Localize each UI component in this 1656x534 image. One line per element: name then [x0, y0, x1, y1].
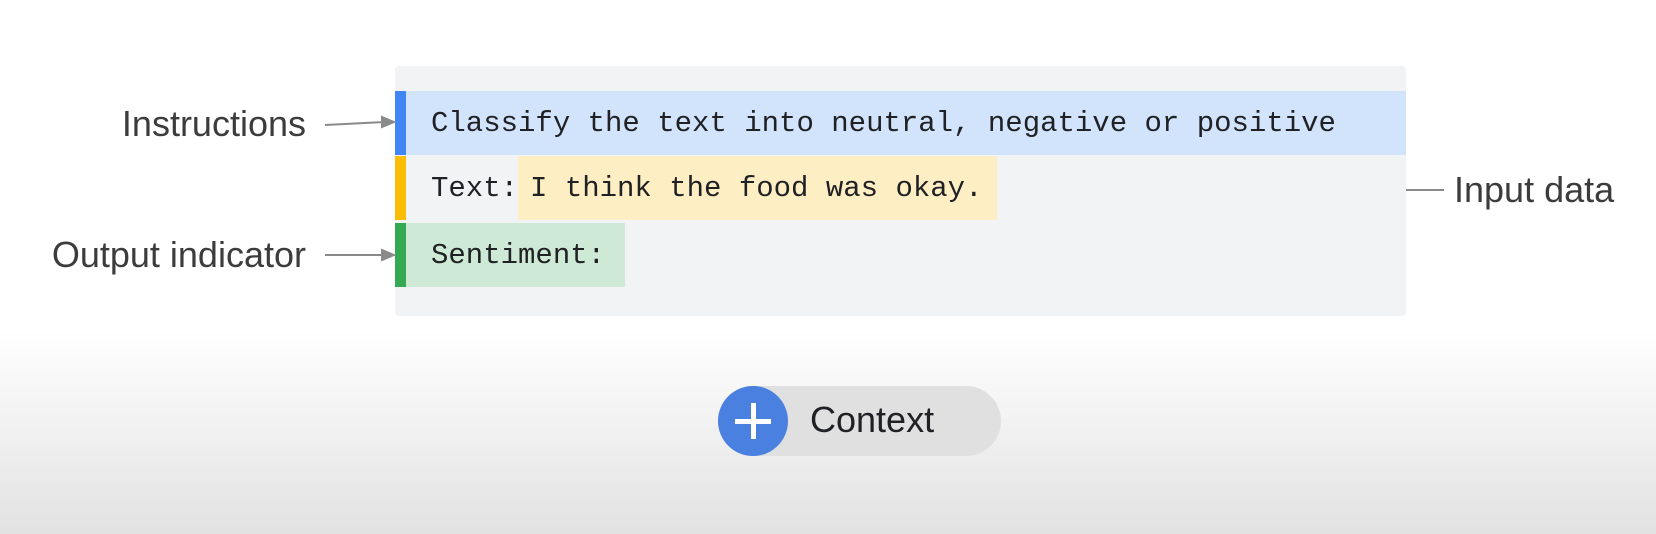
output-color-bar [395, 223, 406, 287]
instruction-text: Classify the text into neutral, negative… [431, 106, 1336, 140]
input-data-label: Input data [1454, 169, 1615, 210]
instructions-arrowhead [381, 115, 397, 129]
instructions-label: Instructions [121, 103, 306, 144]
instructions-arrow [324, 121, 385, 126]
instruction-color-bar [395, 91, 406, 155]
output-arrowhead [381, 248, 397, 262]
input-data-highlight: I think the food was okay. [518, 156, 997, 220]
input-row: Text: I think the food was okay. [395, 156, 1010, 220]
output-text: Sentiment: [431, 238, 606, 272]
output-row: Sentiment: [395, 223, 625, 287]
input-prefix: Text: [431, 171, 519, 205]
output-indicator-label: Output indicator [51, 234, 306, 275]
plus-icon[interactable] [718, 386, 788, 456]
input-text: I think the food was okay. [530, 171, 983, 205]
input-color-bar [395, 156, 406, 220]
instruction-row: Classify the text into neutral, negative… [395, 91, 1406, 155]
context-label[interactable]: Context [810, 399, 935, 440]
